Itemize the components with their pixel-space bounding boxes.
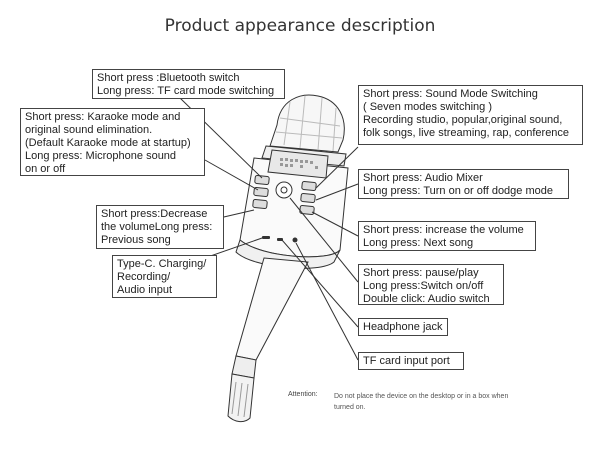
callout-tf-card-port: TF card input port (358, 352, 464, 370)
callout-mixer: Short press: Audio Mixer Long press: Tur… (358, 169, 569, 199)
attention-text: Do not place the device on the desktop o… (334, 393, 509, 411)
mic-head (269, 94, 345, 153)
callout-increase: Short press: increase the volume Long pr… (358, 221, 536, 251)
mic-handle (227, 257, 309, 423)
diagram-title: Product appearance description (164, 16, 436, 36)
attention-label: Attention: (288, 391, 318, 398)
callout-sound-mode: Short press: Sound Mode Switching ( Seve… (358, 85, 583, 145)
power-button (275, 181, 293, 199)
callout-bluetooth: Short press :Bluetooth switch Long press… (92, 69, 285, 99)
display-screen (267, 149, 329, 179)
right-buttons (299, 180, 317, 216)
callout-decrease: Short press:Decrease the volumeLong pres… (96, 205, 224, 249)
callout-play: Short press: pause/play Long press:Switc… (358, 264, 504, 305)
left-buttons (252, 174, 270, 210)
callout-karaoke: Short press: Karaoke mode and original s… (20, 108, 205, 176)
bottom-ports (262, 236, 298, 243)
callout-typec: Type-C. Charging/ Recording/ Audio input (112, 255, 217, 298)
callout-headphone-jack: Headphone jack (358, 318, 448, 336)
